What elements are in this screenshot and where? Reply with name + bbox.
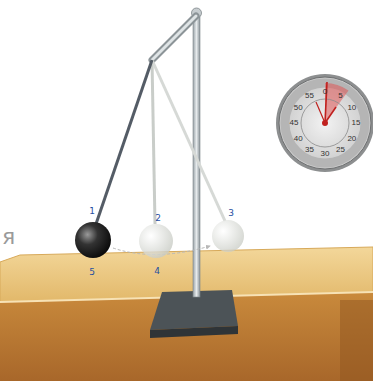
position-number: 2 (155, 214, 161, 223)
dial-number: 15 (352, 119, 361, 127)
dial-number: 5 (338, 92, 342, 100)
dial-number: 30 (321, 150, 330, 158)
dial-number: 50 (294, 104, 303, 112)
dial-number: 45 (290, 119, 299, 127)
dial-number: 35 (305, 146, 314, 154)
dial-number: 40 (294, 135, 303, 143)
position-number: 5 (89, 268, 95, 277)
cut-word: я (2, 226, 15, 248)
dial-number: 10 (347, 104, 356, 112)
position-number: 4 (154, 267, 160, 276)
dial-number: 20 (347, 135, 356, 143)
dial-number: 55 (305, 92, 314, 100)
position-number: 3 (228, 209, 234, 218)
dial-number: 25 (336, 146, 345, 154)
dial-number: 0 (323, 88, 327, 96)
position-number: 1 (89, 207, 95, 216)
